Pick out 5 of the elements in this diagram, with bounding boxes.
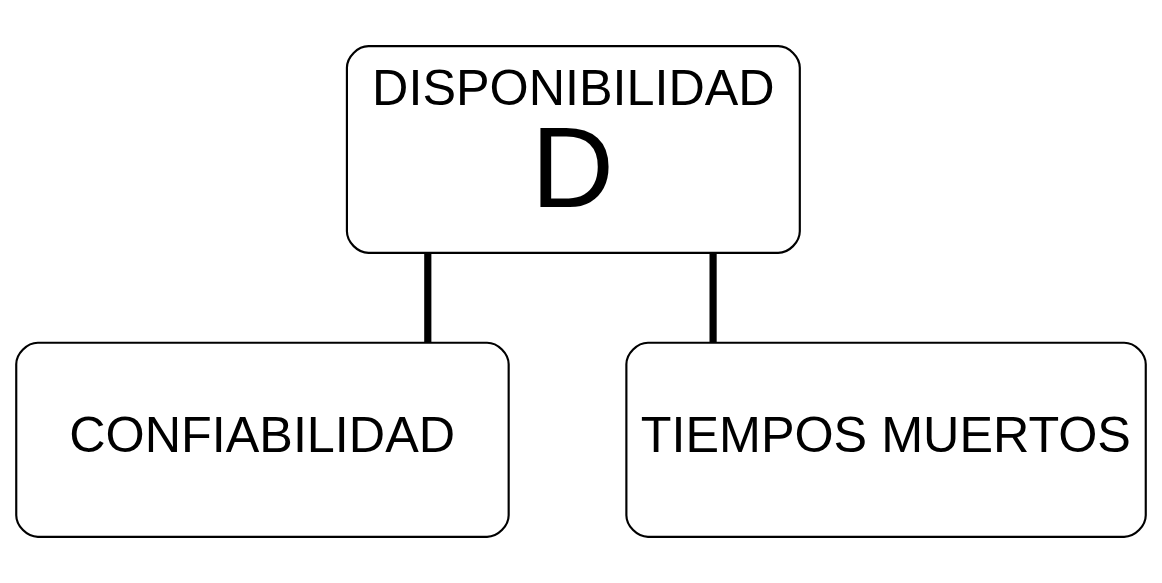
node-box: DISPONIBILIDAD D (345, 45, 801, 254)
connector (424, 253, 432, 343)
connector (709, 253, 717, 343)
node-box: TIEMPOS MUERTOS (625, 341, 1147, 538)
node-box: CONFIABILIDAD (15, 341, 510, 538)
